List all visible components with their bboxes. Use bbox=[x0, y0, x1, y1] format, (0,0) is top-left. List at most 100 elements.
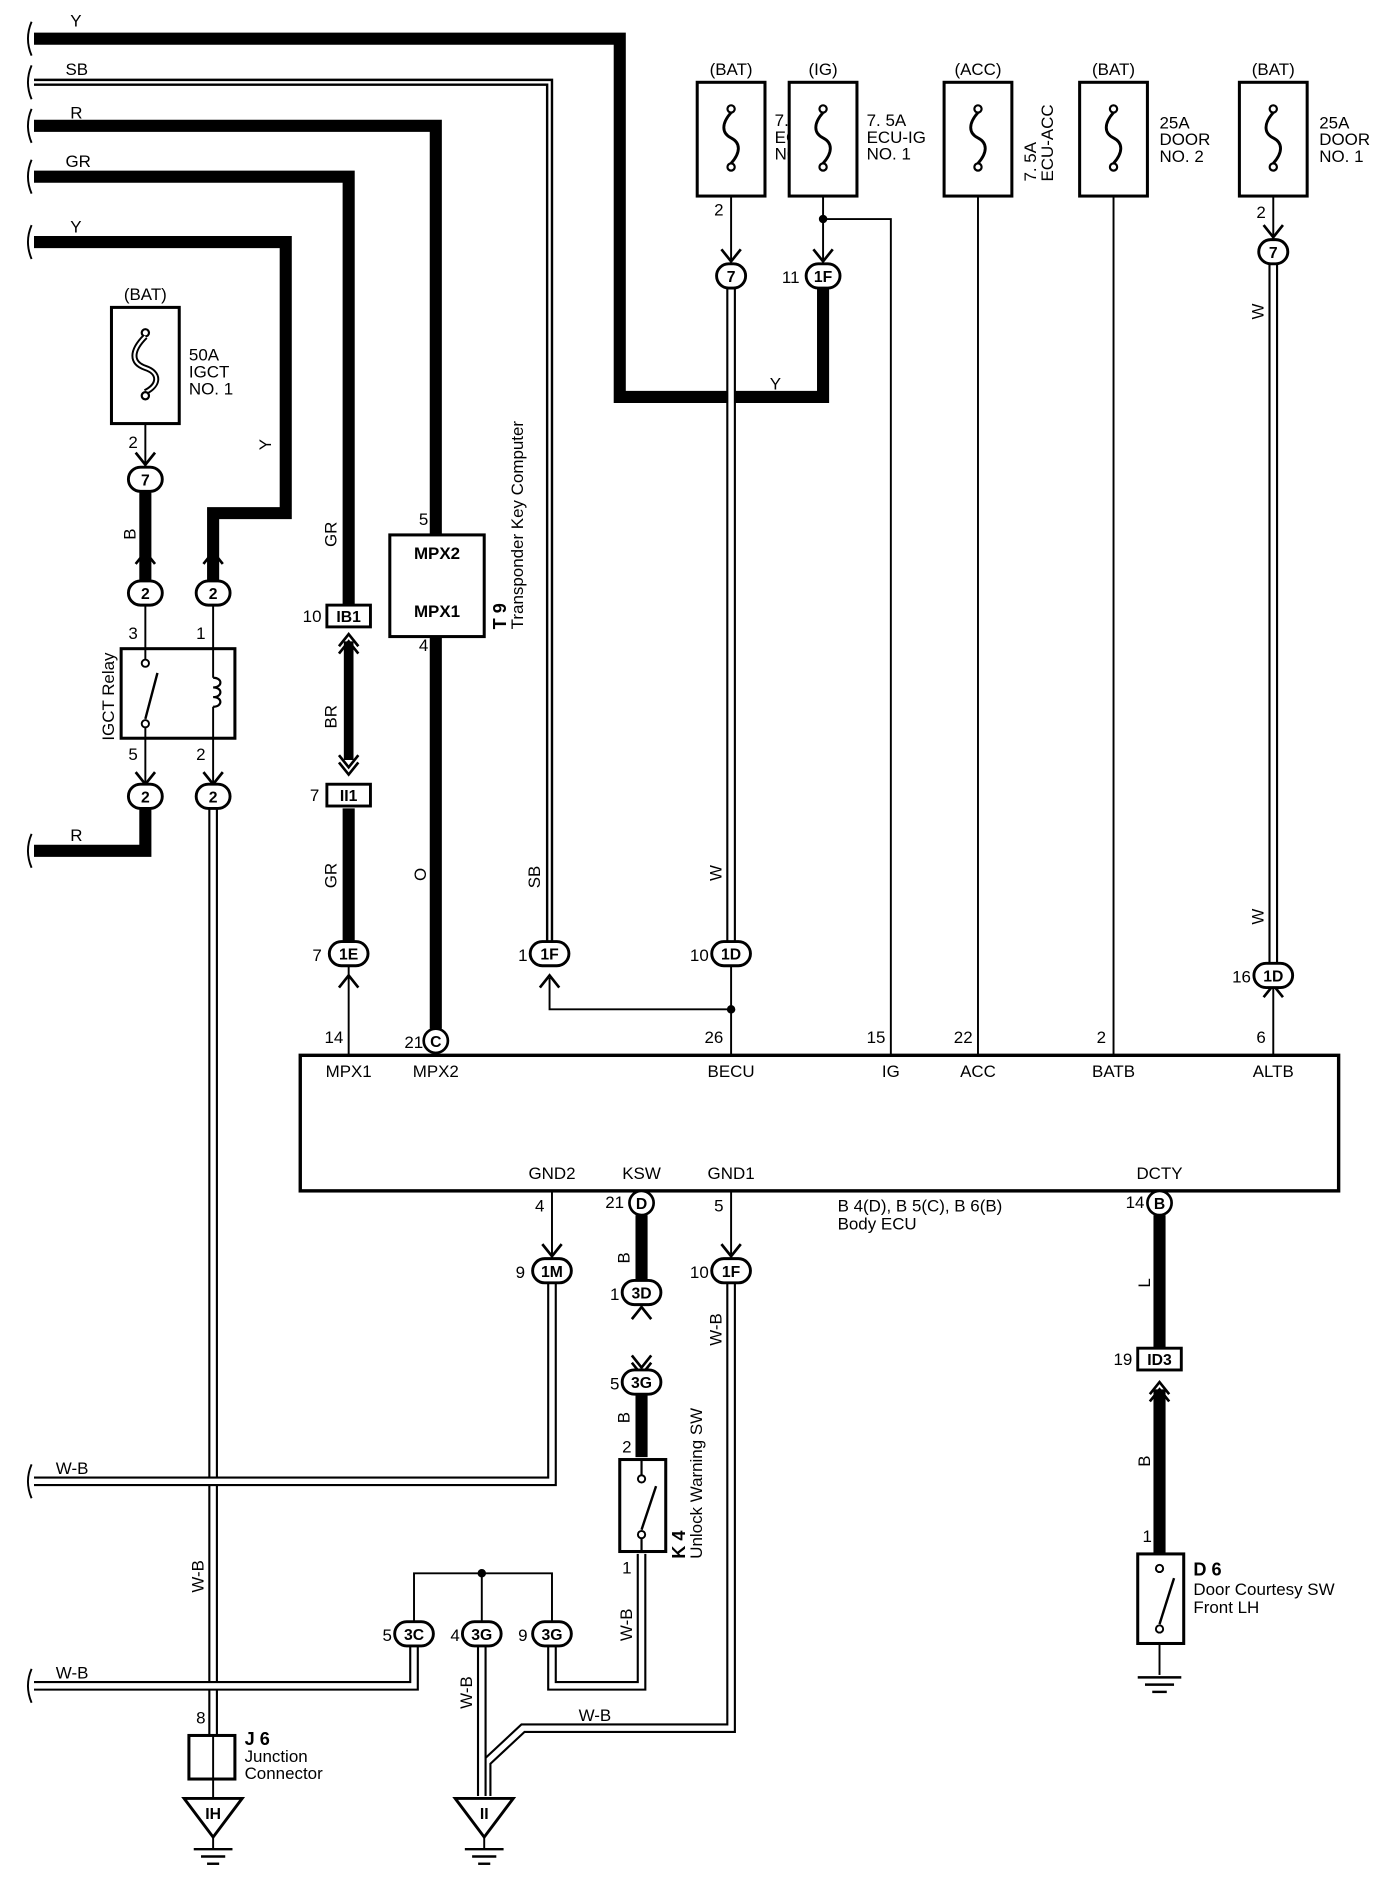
svg-text:Body ECU: Body ECU bbox=[838, 1215, 917, 1234]
svg-text:(BAT): (BAT) bbox=[1092, 60, 1135, 79]
svg-text:4: 4 bbox=[450, 1626, 459, 1645]
svg-text:2: 2 bbox=[209, 586, 218, 603]
wire-r-top bbox=[34, 119, 442, 540]
connector-7-ecub: 7 bbox=[715, 262, 748, 290]
connector-7-igct: 7 bbox=[126, 465, 164, 493]
svg-text:DOOR: DOOR bbox=[1319, 130, 1370, 149]
svg-text:C: C bbox=[430, 1034, 441, 1051]
svg-text:MPX2: MPX2 bbox=[413, 1062, 459, 1081]
svg-text:10: 10 bbox=[690, 1263, 709, 1282]
label-wb-3g: W-B bbox=[457, 1676, 476, 1709]
body-ecu: MPX1 MPX2 BECU IG ACC BATB ALTB GND2 KSW… bbox=[298, 1028, 1341, 1234]
connector-d-ksw: D bbox=[628, 1189, 655, 1217]
svg-text:BECU: BECU bbox=[708, 1062, 755, 1081]
svg-text:(ACC): (ACC) bbox=[954, 60, 1001, 79]
svg-text:ID3: ID3 bbox=[1147, 1352, 1172, 1369]
svg-text:K 4: K 4 bbox=[669, 1531, 689, 1559]
svg-text:B: B bbox=[1154, 1196, 1165, 1213]
svg-text:10: 10 bbox=[303, 607, 322, 626]
pin-1f-ig: 11 bbox=[782, 268, 800, 287]
connector-1m: 1M bbox=[531, 1257, 573, 1285]
svg-text:(IG): (IG) bbox=[808, 60, 837, 79]
wire-r-bottom bbox=[34, 808, 152, 857]
svg-text:3D: 3D bbox=[631, 1286, 651, 1303]
wire-y-top bbox=[34, 32, 830, 404]
svg-text:1F: 1F bbox=[814, 269, 833, 286]
svg-text:NO. 1: NO. 1 bbox=[867, 145, 911, 164]
svg-text:25A: 25A bbox=[1160, 113, 1191, 132]
svg-text:NO. 1: NO. 1 bbox=[1319, 147, 1363, 166]
svg-text:2: 2 bbox=[141, 586, 150, 603]
label-y-relay: Y bbox=[256, 439, 275, 450]
connector-2-relay-bl: 2 bbox=[126, 782, 164, 810]
svg-text:2: 2 bbox=[622, 1437, 631, 1456]
label-gr-upper: GR bbox=[322, 522, 341, 547]
svg-text:21: 21 bbox=[605, 1193, 624, 1212]
connector-badges: 7 1F 7 7 2 2 2 2 1E 1F 1D 1D 1M 1F 3D 3G… bbox=[126, 238, 1295, 1648]
svg-text:1: 1 bbox=[518, 946, 527, 965]
svg-text:9: 9 bbox=[516, 1263, 525, 1282]
svg-text:Junction: Junction bbox=[245, 1747, 308, 1766]
svg-text:MPX1: MPX1 bbox=[414, 602, 460, 621]
svg-text:4: 4 bbox=[535, 1196, 544, 1215]
connector-1f-sb: 1F bbox=[528, 940, 571, 968]
connector-pins: 10 7 7 1 10 16 9 10 1 5 2 1 19 1 5 4 9 8 bbox=[196, 607, 1251, 1727]
label-r-top: R bbox=[70, 104, 82, 123]
svg-text:2: 2 bbox=[128, 433, 137, 452]
fuse-igct: (BAT) 50A IGCT NO. 1 2 bbox=[109, 285, 233, 452]
svg-text:1: 1 bbox=[610, 1285, 619, 1304]
svg-text:5: 5 bbox=[419, 510, 428, 529]
connector-1d-altb: 1D bbox=[1252, 961, 1295, 989]
svg-text:ECU-IG: ECU-IG bbox=[867, 128, 926, 147]
label-w-becu: W bbox=[706, 865, 725, 881]
svg-text:D: D bbox=[636, 1196, 647, 1213]
svg-text:Transponder Key Computer: Transponder Key Computer bbox=[508, 421, 527, 630]
svg-text:15: 15 bbox=[867, 1028, 886, 1047]
connector-ii1: II1 bbox=[325, 782, 372, 808]
label-wb-j6: W-B bbox=[188, 1560, 207, 1593]
svg-text:7: 7 bbox=[141, 472, 150, 489]
svg-text:1: 1 bbox=[622, 1558, 631, 1577]
svg-text:5: 5 bbox=[714, 1196, 723, 1215]
svg-text:J 6: J 6 bbox=[245, 1729, 270, 1749]
label-y-horizontal: Y bbox=[770, 375, 781, 394]
svg-text:II1: II1 bbox=[340, 788, 358, 805]
svg-text:D 6: D 6 bbox=[1193, 1560, 1221, 1580]
junction-dots bbox=[477, 214, 828, 1578]
svg-text:19: 19 bbox=[1114, 1350, 1133, 1369]
label-sb-top: SB bbox=[65, 60, 88, 79]
svg-text:2: 2 bbox=[141, 789, 150, 806]
svg-text:5: 5 bbox=[610, 1374, 619, 1393]
label-wb-k4: W-B bbox=[617, 1608, 636, 1641]
label-b-relay: B bbox=[121, 528, 140, 539]
svg-text:(BAT): (BAT) bbox=[710, 60, 753, 79]
fuse-ecu-acc: (ACC) 7. 5A ECU-ACC bbox=[942, 60, 1057, 198]
connector-1e: 1E bbox=[327, 940, 370, 968]
svg-text:9: 9 bbox=[518, 1626, 527, 1645]
connector-3d: 3D bbox=[620, 1278, 663, 1307]
svg-text:3: 3 bbox=[128, 624, 137, 643]
svg-text:7: 7 bbox=[727, 269, 736, 286]
svg-text:DCTY: DCTY bbox=[1136, 1164, 1182, 1183]
label-b-ksw-lower: B bbox=[614, 1412, 633, 1423]
label-o: O bbox=[411, 868, 430, 881]
svg-text:Unlock Warning SW: Unlock Warning SW bbox=[687, 1408, 706, 1559]
connector-7-door1: 7 bbox=[1257, 238, 1290, 266]
connector-c-mpx2: C bbox=[422, 1027, 450, 1055]
fuse-ecu-ig: (IG) 7. 5A ECU-IG NO. 1 bbox=[787, 60, 926, 198]
wire-labels: Y SB R GR Y R Y W-B W-B W-B Y B GR BR GR… bbox=[56, 12, 1268, 1725]
svg-text:4: 4 bbox=[419, 636, 428, 655]
svg-text:MPX1: MPX1 bbox=[326, 1062, 372, 1081]
svg-text:ECU-ACC: ECU-ACC bbox=[1038, 104, 1057, 181]
svg-text:T 9: T 9 bbox=[490, 603, 510, 629]
svg-text:1F: 1F bbox=[722, 1264, 741, 1281]
connector-2-relay-br: 2 bbox=[194, 782, 232, 810]
svg-text:KSW: KSW bbox=[622, 1164, 661, 1183]
door-courtesy-switch: D 6 Door Courtesy SW Front LH bbox=[1136, 1552, 1335, 1694]
svg-text:ACC: ACC bbox=[960, 1062, 996, 1081]
fuse-door-no1: (BAT) 25A DOOR NO. 1 2 bbox=[1237, 60, 1370, 222]
svg-text:Connector: Connector bbox=[245, 1764, 324, 1783]
svg-text:5: 5 bbox=[383, 1626, 392, 1645]
label-b-dcty: B bbox=[1135, 1455, 1154, 1466]
svg-text:1: 1 bbox=[196, 624, 205, 643]
